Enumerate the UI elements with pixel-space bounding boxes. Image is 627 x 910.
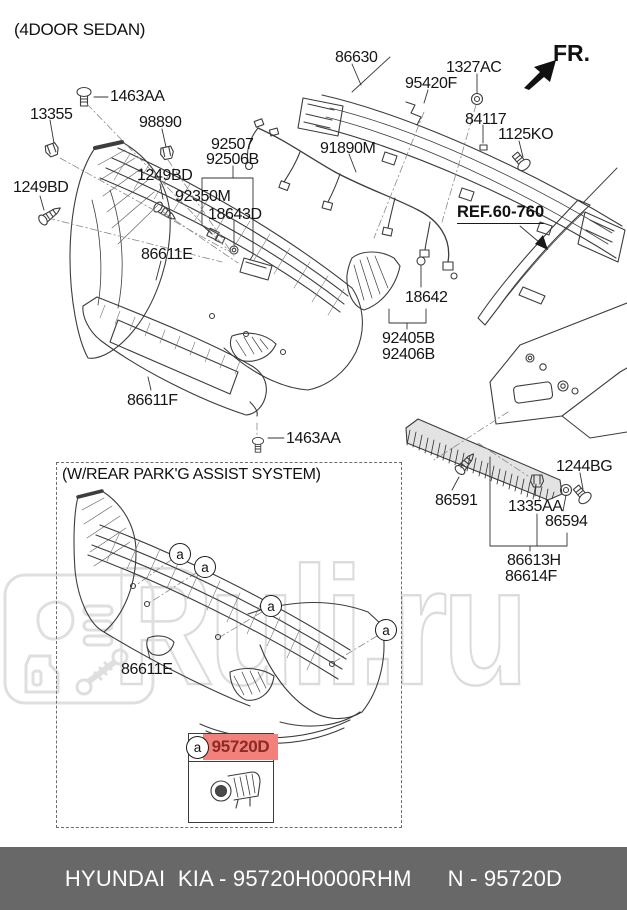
part-label-86614F: 86614F xyxy=(505,568,557,585)
bumper-cover-drawing xyxy=(69,140,363,391)
part-label-92350M: 92350M xyxy=(175,188,231,205)
watermark-logo-icon xyxy=(3,573,155,705)
retainer-rail-drawing xyxy=(405,418,563,501)
leader-lines xyxy=(39,63,584,660)
fastener-icons xyxy=(36,86,594,507)
part-label-98890: 98890 xyxy=(139,114,182,131)
part-label-86611E: 86611E xyxy=(141,246,193,263)
callout-a-1: a xyxy=(169,543,191,565)
rivet-icon xyxy=(479,144,488,151)
bolt-icon xyxy=(76,86,92,107)
callout-a-2: a xyxy=(194,556,216,578)
callout-a-4: a xyxy=(375,619,397,641)
nut-icon xyxy=(559,483,573,497)
footer-part-ref: N - 95720D xyxy=(447,865,563,891)
park-assist-dashed-box xyxy=(56,462,402,828)
callout-a-3: a xyxy=(260,595,282,617)
body-panel-drawing xyxy=(477,199,627,439)
sensor-box-divider xyxy=(189,761,273,762)
callout-letter: a xyxy=(382,622,390,638)
part-label-86630: 86630 xyxy=(335,49,378,66)
clip-icon xyxy=(158,145,176,161)
footer: HYUNDAI KIA - 95720H0000RHM N - 95720D xyxy=(0,847,627,910)
part-label-95420F: 95420F xyxy=(405,75,457,92)
part-label-1463AA-bottom: 1463AA xyxy=(286,430,341,447)
part-label-86613H: 86613H xyxy=(507,552,561,569)
footer-catalog-code: HYUNDAI KIA - 95720H0000RHM xyxy=(64,865,412,891)
diagram-line-art xyxy=(36,56,627,809)
part-label-92406B: 92406B xyxy=(382,346,435,363)
part-label-1125KO: 1125KO xyxy=(498,126,554,143)
part-label-91890M: 91890M xyxy=(320,140,376,157)
part-highlight: 95720D xyxy=(203,734,278,760)
part-label-86611E-box: 86611E xyxy=(121,661,173,678)
nut-icon xyxy=(470,92,484,106)
part-label-1335AA: 1335AA xyxy=(508,498,563,515)
lower-valance-drawing xyxy=(82,296,267,417)
sensor-part-box xyxy=(188,733,274,823)
callout-letter: a xyxy=(201,559,209,575)
part-label-13355: 13355 xyxy=(30,106,73,123)
fr-direction-arrow-icon xyxy=(524,60,556,90)
callout-letter: a xyxy=(176,546,184,562)
variant-note: (4DOOR SEDAN) xyxy=(14,20,146,39)
bolt-icon xyxy=(251,436,265,453)
screw-icon xyxy=(36,202,64,228)
part-label-18642: 18642 xyxy=(405,289,448,306)
part-label-1249BD-right: 1249BD xyxy=(137,167,193,184)
parking-sensor-icon xyxy=(210,771,261,809)
part-label-86594: 86594 xyxy=(545,513,588,530)
highlighted-part-number: 95720D xyxy=(211,737,270,756)
bolt-icon xyxy=(570,482,594,507)
part-label-92507: 92507 xyxy=(211,136,254,153)
part-label-86591: 86591 xyxy=(435,492,478,509)
callout-a-5: a xyxy=(186,736,209,759)
callout-letter: a xyxy=(193,740,202,755)
ref-label: REF.60-760 xyxy=(457,203,545,224)
reinforcement-beam-drawing xyxy=(297,56,626,263)
bracket-icon xyxy=(405,101,422,126)
part-label-84117: 84117 xyxy=(465,111,507,128)
part-label-1249BD-left: 1249BD xyxy=(13,179,69,196)
part-label-1244BG: 1244BG xyxy=(556,458,613,475)
part-label-1463AA-top: 1463AA xyxy=(110,88,165,105)
part-label-92506B: 92506B xyxy=(206,151,259,168)
bolt-icon xyxy=(509,149,533,174)
part-label-86611F: 86611F xyxy=(127,392,178,409)
construction-lines xyxy=(47,103,529,663)
part-label-18643D: 18643D xyxy=(208,206,262,223)
clip-icon xyxy=(43,141,61,159)
part-label-92405B: 92405B xyxy=(382,330,435,347)
wiring-harness-drawing xyxy=(244,118,458,280)
subbox-title: (W/REAR PARK'G ASSIST SYSTEM) xyxy=(62,466,321,483)
license-lamp-drawing xyxy=(206,227,273,281)
fr-label: FR. xyxy=(553,40,591,66)
callout-letter: a xyxy=(267,598,275,614)
part-label-1327AC: 1327AC xyxy=(446,59,502,76)
